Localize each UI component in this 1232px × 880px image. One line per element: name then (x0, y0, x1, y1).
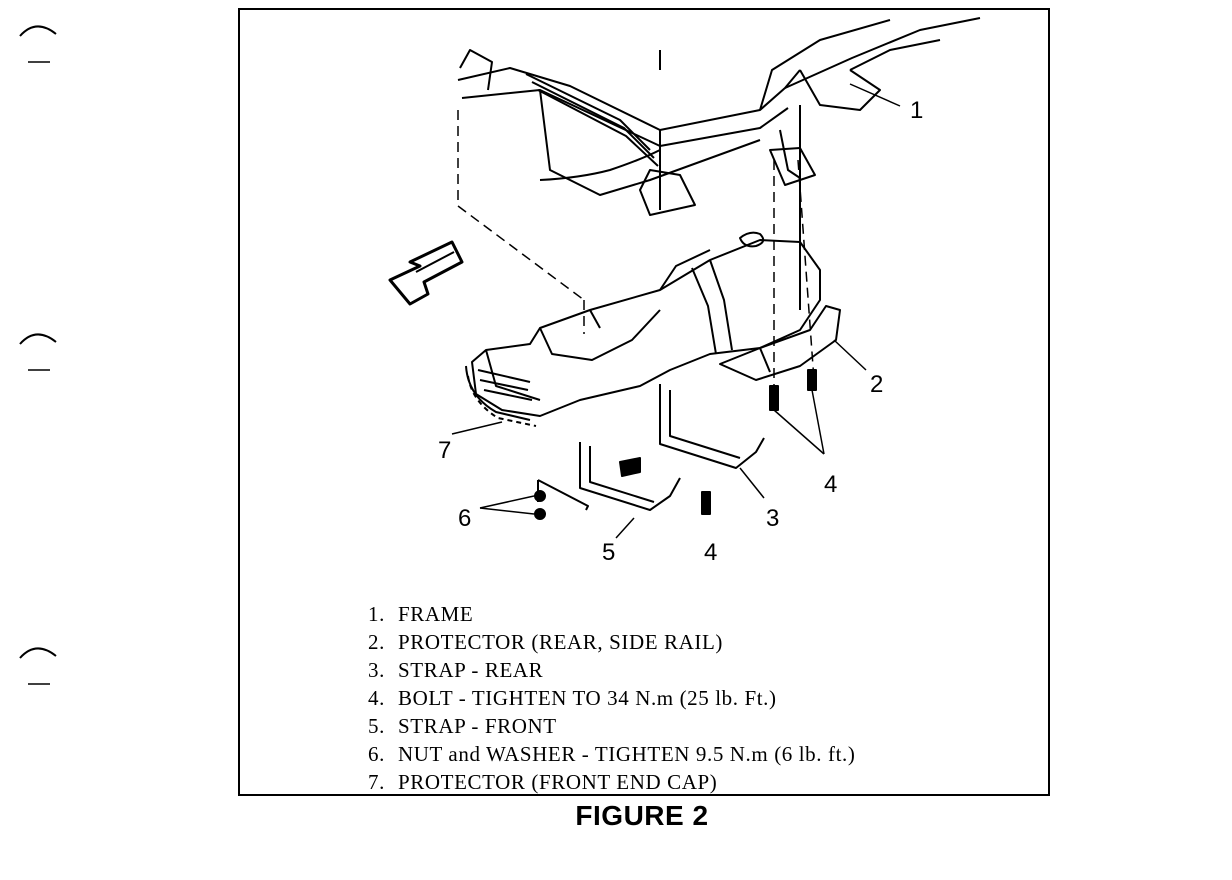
fuel-tank-diagram: 1 2 3 4 4 5 6 7 (388, 17, 981, 566)
callout-7-protector-front: 7 (438, 437, 451, 464)
callout-3-strap-rear: 3 (766, 505, 779, 532)
assembly-guide-lines (457, 110, 815, 406)
fuel-lines (525, 73, 659, 167)
figure-frame: 1 2 3 4 4 5 6 7 1.FRAME 2.PROTECTOR (REA… (238, 8, 1050, 796)
front-end-cap-protector (465, 365, 537, 427)
callout-1-frame: 1 (910, 97, 923, 124)
legend-item: 1.FRAME (368, 602, 474, 626)
callout-4-bolt-right: 4 (824, 471, 837, 498)
callout-2-protector-rear: 2 (870, 371, 883, 398)
callout-6-nut-washer: 6 (458, 505, 471, 532)
callout-5-strap-front: 5 (602, 539, 615, 566)
legend-item: 3.STRAP - REAR (368, 658, 544, 682)
legend-item: 6.NUT and WASHER - TIGHTEN 9.5 N.m (6 lb… (368, 742, 856, 766)
binder-hole-mark-top (19, 25, 57, 63)
direction-arrow (388, 240, 464, 306)
binder-hole-mark-middle (19, 333, 57, 371)
frame-drawing (457, 17, 981, 310)
legend-item: 5.STRAP - FRONT (368, 714, 557, 738)
front-strap (579, 442, 681, 511)
binder-hole-mark-bottom (19, 647, 57, 685)
legend-item: 2.PROTECTOR (REAR, SIDE RAIL) (368, 630, 723, 654)
rear-strap (659, 384, 765, 469)
nuts-and-washers (534, 490, 546, 520)
callout-4-bolt-lower: 4 (704, 539, 717, 566)
legend-item: 4.BOLT - TIGHTEN TO 34 N.m (25 lb. Ft.) (368, 686, 777, 710)
fuel-tank (471, 231, 821, 417)
rear-side-rail-protector (719, 305, 841, 381)
legend-item: 7.PROTECTOR (FRONT END CAP) (368, 770, 718, 794)
parts-legend: 1.FRAME 2.PROTECTOR (REAR, SIDE RAIL) 3.… (368, 600, 855, 796)
callout-leader-lines (451, 83, 901, 539)
figure-caption: FIGURE 2 (575, 800, 709, 831)
